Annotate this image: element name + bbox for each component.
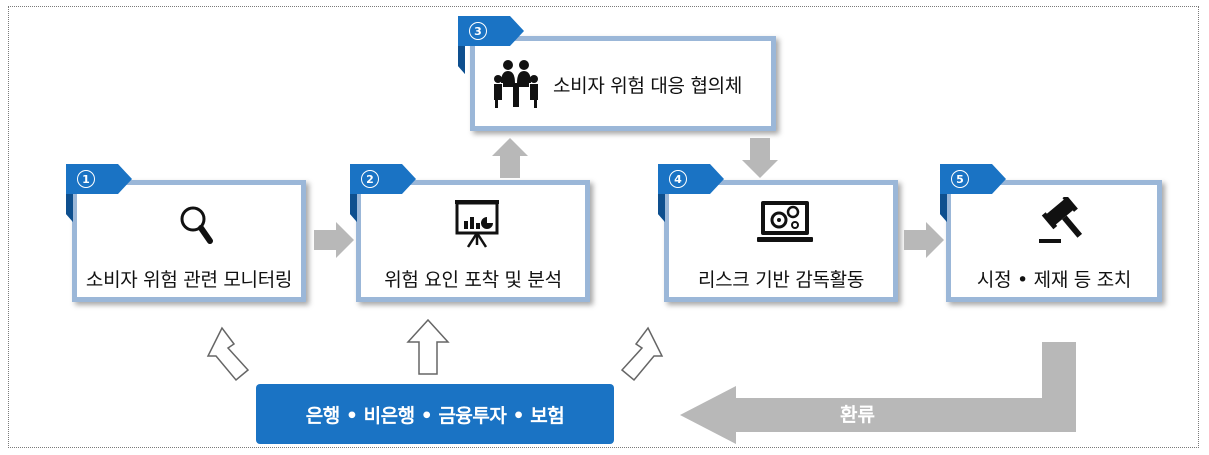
step-3-number: 3	[469, 22, 487, 40]
arrow-down-3-to-4	[742, 138, 778, 182]
step-2-number: 2	[361, 170, 379, 188]
step-5-badge: 5	[940, 164, 1008, 228]
step-2-badge: 2	[350, 164, 418, 228]
step-4-label: 리스크 기반 감독활동	[697, 269, 865, 291]
step-3-badge: 3	[458, 16, 526, 80]
step-4-number: 4	[669, 170, 687, 188]
magnifier-icon	[177, 203, 217, 253]
arrow-right-1-to-2	[314, 222, 354, 262]
arrow-right-4-to-5	[904, 222, 944, 262]
gavel-icon	[1039, 194, 1089, 251]
monitor-gears-icon	[757, 199, 813, 253]
outline-arrow-to-step-4	[618, 326, 664, 386]
step-5-number: 5	[951, 170, 969, 188]
sectors-banner: 은행 • 비은행 • 금융투자 • 보험	[256, 384, 614, 444]
step-1-label: 소비자 위험 관련 모니터링	[85, 269, 293, 291]
presentation-chart-icon	[455, 199, 499, 255]
step-5-label: 시정 • 제재 등 조치	[976, 269, 1132, 291]
step-3-box: 소비자 위험 대응 협의체	[470, 36, 776, 131]
outline-arrow-to-step-1	[206, 326, 252, 386]
outline-arrow-to-step-2	[406, 318, 450, 380]
step-1-box: 소비자 위험 관련 모니터링	[72, 180, 306, 302]
step-4-box: 리스크 기반 감독활동	[664, 180, 898, 302]
step-3-label: 소비자 위험 대응 협의체	[553, 75, 743, 97]
step-5-box: 시정 • 제재 등 조치	[946, 180, 1162, 302]
step-4-badge: 4	[658, 164, 726, 228]
step-2-box: 위험 요인 포착 및 분석	[356, 180, 590, 302]
diagram-frame	[8, 6, 1199, 448]
step-1-badge: 1	[66, 164, 134, 228]
step-2-label: 위험 요인 포착 및 분석	[384, 269, 562, 291]
feedback-arrow	[680, 340, 1080, 448]
meeting-people-icon	[493, 57, 539, 113]
feedback-label: 환류	[840, 404, 875, 426]
arrow-up-2-to-3	[492, 138, 528, 182]
step-1-number: 1	[77, 170, 95, 188]
